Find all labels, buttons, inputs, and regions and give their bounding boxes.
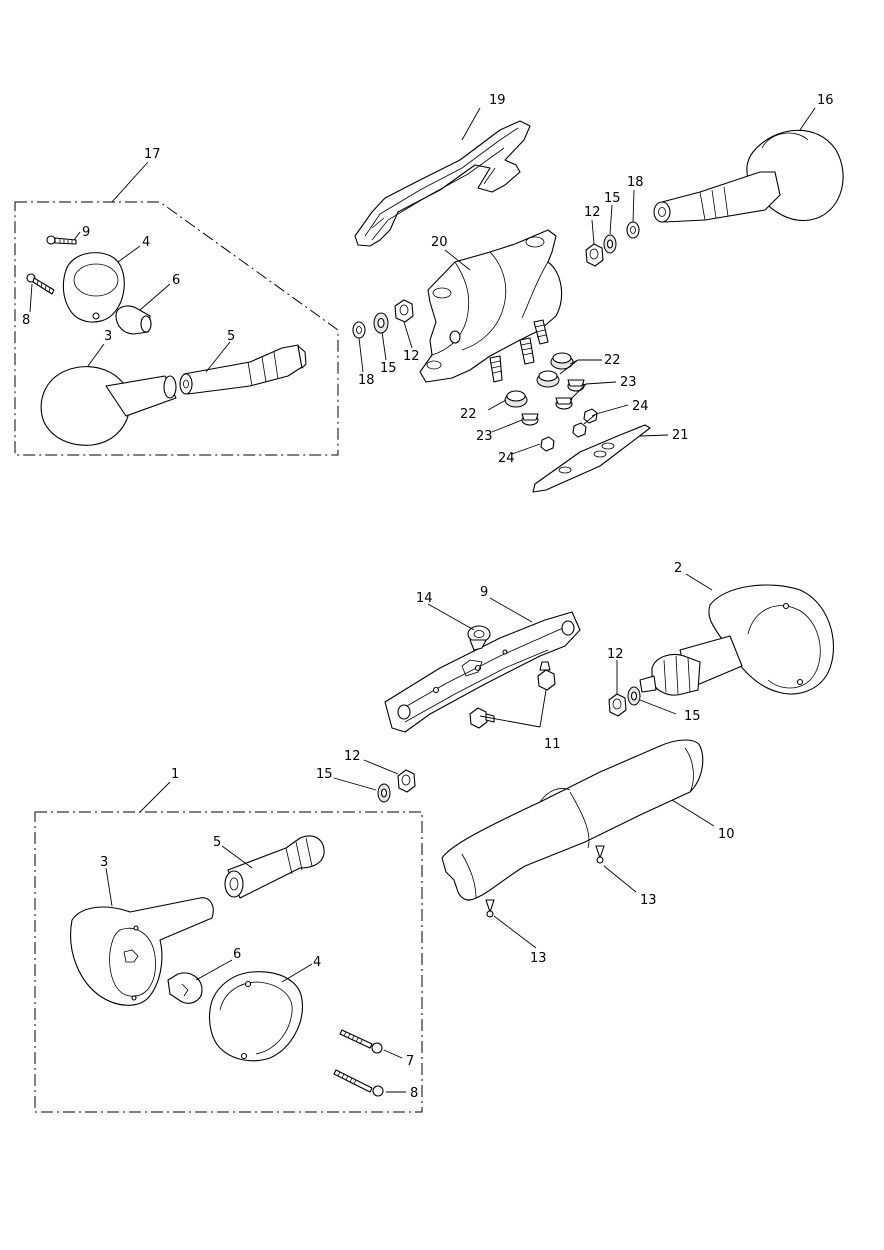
- part-15-lockwasher-left: [373, 312, 389, 334]
- callout-12-lower-right: 12: [607, 647, 624, 662]
- part-15-lockwasher-lower-right: [627, 686, 641, 706]
- callout-14: 14: [416, 591, 433, 606]
- part-4-bezel-upper: [62, 252, 125, 323]
- callout-8-lower: 8: [410, 1086, 418, 1101]
- callout-3-upper: 3: [104, 329, 112, 344]
- callout-24-left: 24: [498, 451, 515, 466]
- part-3-indicator-body-upper: [40, 366, 177, 446]
- callout-2: 2: [674, 561, 682, 576]
- part-11-bolts: [469, 661, 556, 729]
- callout-1: 1: [171, 767, 179, 782]
- callout-23-left: 23: [476, 429, 493, 444]
- part-22-grommets: [504, 352, 574, 408]
- callout-24-right: 24: [632, 399, 649, 414]
- part-2-indicator-assembly: [639, 584, 834, 696]
- part-24-nuts: [540, 408, 598, 452]
- callout-numbers: 19 16 17 9 4 6 8 3 5 20 12 15 18 18 15 1…: [22, 93, 834, 1101]
- part-12-nut-left: [394, 299, 414, 323]
- callout-16: 16: [817, 93, 834, 108]
- kit-boundary-17: [14, 201, 339, 456]
- part-18-washer-right: [626, 221, 640, 239]
- part-12-nut-lower-left: [397, 769, 416, 793]
- callout-12-upper-right: 12: [584, 205, 601, 220]
- part-19-plate-bracket: [354, 120, 531, 247]
- callout-4-upper: 4: [142, 235, 150, 250]
- callout-22-left: 22: [460, 407, 477, 422]
- part-8-screw-upper: [26, 273, 55, 295]
- callout-15-upper-left: 15: [380, 361, 397, 376]
- callout-23-right: 23: [620, 375, 637, 390]
- callout-9-lower: 9: [480, 585, 488, 600]
- part-6-bulb-lower: [167, 972, 203, 1004]
- callout-12-upper-left: 12: [403, 349, 420, 364]
- part-18-washer-left: [352, 321, 366, 339]
- callout-21: 21: [672, 428, 689, 443]
- callout-4-lower: 4: [313, 955, 321, 970]
- part-12-nut-lower-right: [608, 693, 627, 717]
- part-15-lockwasher-right: [603, 234, 617, 254]
- part-3-indicator-body-lower: [70, 897, 214, 1006]
- callout-13-left: 13: [530, 951, 547, 966]
- callout-15-upper-right: 15: [604, 191, 621, 206]
- part-5-stalk-lower: [224, 835, 325, 899]
- callout-11: 11: [544, 737, 561, 752]
- part-10-cover: [441, 739, 704, 918]
- callout-3-lower: 3: [100, 855, 108, 870]
- callout-18-upper-right: 18: [627, 175, 644, 190]
- part-6-bulb-upper: [115, 305, 152, 335]
- callout-8-upper: 8: [22, 313, 30, 328]
- callout-5-lower: 5: [213, 835, 221, 850]
- callout-19: 19: [489, 93, 506, 108]
- part-8-screw-lower: [333, 1069, 384, 1097]
- part-20-mounting-bracket: [419, 229, 563, 383]
- callout-5-upper: 5: [227, 329, 235, 344]
- part-16-indicator-assembly: [653, 129, 844, 223]
- callout-6-upper: 6: [172, 273, 180, 288]
- callout-22-right: 22: [604, 353, 621, 368]
- callout-9-upper: 9: [82, 225, 90, 240]
- callout-17: 17: [144, 147, 161, 162]
- part-23-spacers: [521, 379, 585, 426]
- callout-20: 20: [431, 235, 448, 250]
- part-12-nut-right: [585, 243, 604, 267]
- kit-boundary-1: [34, 811, 423, 1113]
- part-15-lockwasher-lower-left: [377, 783, 391, 803]
- part-21-plate: [532, 424, 651, 493]
- callout-13-right: 13: [640, 893, 657, 908]
- leader-lines: [29, 107, 816, 1093]
- part-5-stalk-upper: [179, 344, 307, 395]
- callout-15-lower-right: 15: [684, 709, 701, 724]
- callout-12-lower-left: 12: [344, 749, 361, 764]
- callout-18-upper-left: 18: [358, 373, 375, 388]
- part-7-screw: [339, 1029, 383, 1054]
- callout-6-lower: 6: [233, 947, 241, 962]
- part-4-bezel-lower: [208, 971, 303, 1062]
- callout-15-lower-left: 15: [316, 767, 333, 782]
- part-9-screw-upper: [46, 235, 77, 245]
- part-9-bracket-lower: [384, 611, 581, 733]
- callout-7: 7: [406, 1054, 414, 1069]
- callout-10: 10: [718, 827, 735, 842]
